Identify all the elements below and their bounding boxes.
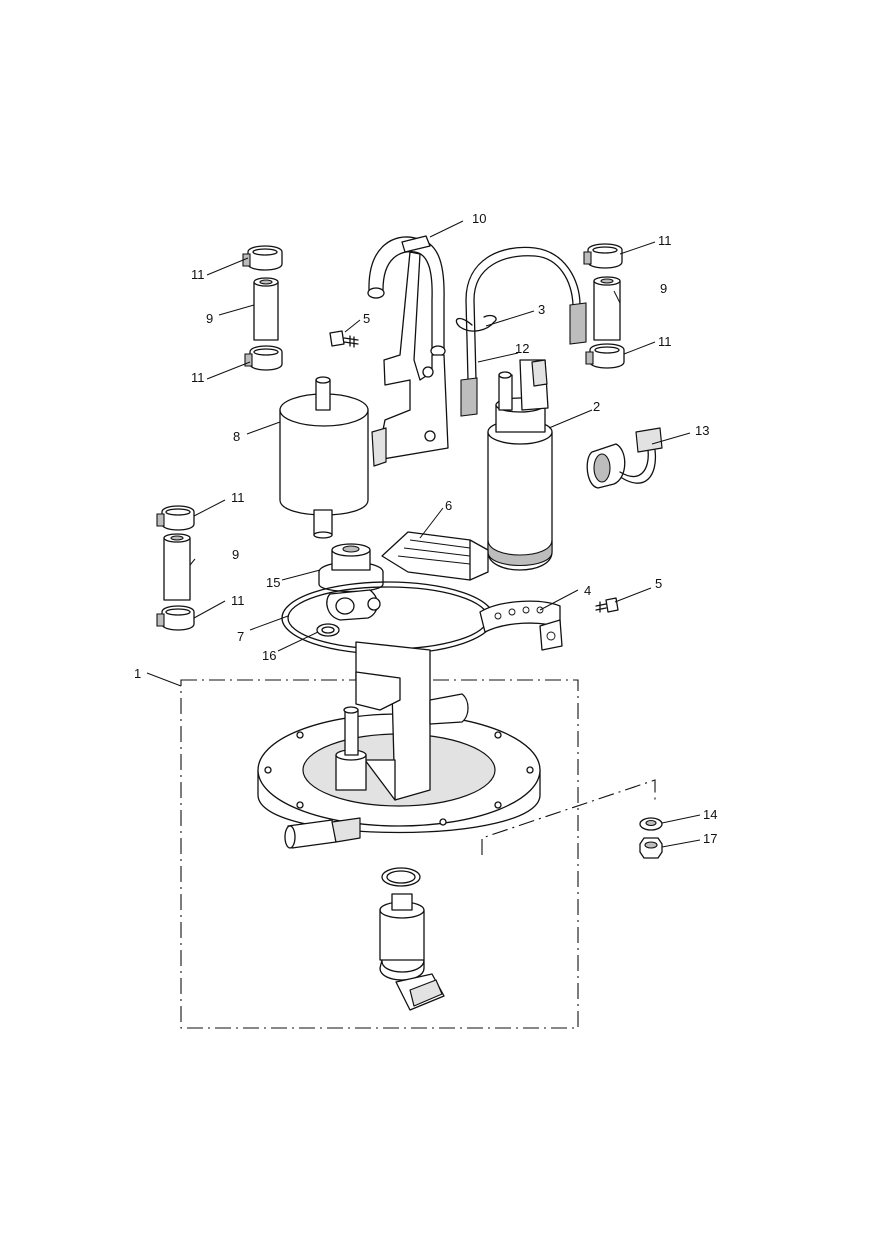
part-14-washer: [639, 817, 663, 831]
part-11-clip-2: [244, 345, 283, 371]
callout-labels: 1 2 3 4 5 5 6 7 8 9 9 9 10 11 11 11 11 1…: [134, 211, 717, 846]
callout-11-lower-lower: 11: [231, 593, 245, 608]
part-1-pump-assembly: [257, 641, 541, 1011]
part-6-filter-sock: [381, 531, 489, 581]
part-2-fuel-pump: [487, 359, 553, 571]
callout-5-upper: 5: [363, 311, 370, 326]
callout-14: 14: [703, 807, 717, 822]
callout-11-lower-upper: 11: [231, 490, 245, 505]
part-9-hose-lower: [163, 533, 191, 601]
part-12-wiring-harness: [460, 246, 587, 417]
part-11-clip-1: [242, 245, 283, 271]
callout-12: 12: [515, 341, 529, 356]
assembly-boundary-extension: [481, 779, 656, 855]
part-15-pressure-regulator: [318, 543, 384, 621]
callout-9-right: 9: [660, 281, 667, 296]
callout-2: 2: [593, 399, 600, 414]
callout-11-top-right: 11: [658, 233, 672, 248]
callout-9-lower: 9: [232, 547, 239, 562]
callout-17: 17: [703, 831, 717, 846]
part-7-seal-ring: [281, 581, 495, 655]
callout-16: 16: [262, 648, 276, 663]
part-3-clip: [455, 314, 497, 332]
callout-15: 15: [266, 575, 280, 590]
callout-13: 13: [695, 423, 709, 438]
assembly-boundary: [180, 679, 579, 1029]
callout-5-lower: 5: [655, 576, 662, 591]
part-16-o-ring: [316, 623, 340, 637]
part-13-sender-unit: [586, 427, 663, 489]
callout-11-top-left: 11: [191, 267, 205, 282]
part-10-hose-bracket: [367, 235, 449, 467]
callout-7: 7: [237, 629, 244, 644]
callout-10: 10: [472, 211, 486, 226]
callout-6: 6: [445, 498, 452, 513]
callout-1: 1: [134, 666, 141, 681]
part-9-hose-left: [253, 277, 279, 341]
part-11-clip-5: [156, 505, 195, 531]
part-5-bolt-lower: [595, 597, 619, 613]
callout-3: 3: [538, 302, 545, 317]
part-11-clip-3: [583, 243, 623, 269]
part-4-strap: [479, 600, 563, 651]
part-11-clip-4: [585, 343, 625, 369]
part-17-nut: [639, 837, 663, 859]
callout-11-mid-left: 11: [191, 370, 205, 385]
callout-11-mid-right: 11: [658, 334, 672, 349]
callout-9-left: 9: [206, 311, 213, 326]
part-16-o-ring-inner: [321, 626, 335, 634]
leader-lines: [146, 220, 701, 848]
part-5-bolt-upper: [329, 330, 359, 348]
callout-4: 4: [584, 583, 591, 598]
callout-8: 8: [233, 429, 240, 444]
part-8-fuel-filter: [279, 376, 369, 539]
part-9-hose-right: [593, 276, 621, 341]
part-11-clip-6: [156, 605, 195, 631]
